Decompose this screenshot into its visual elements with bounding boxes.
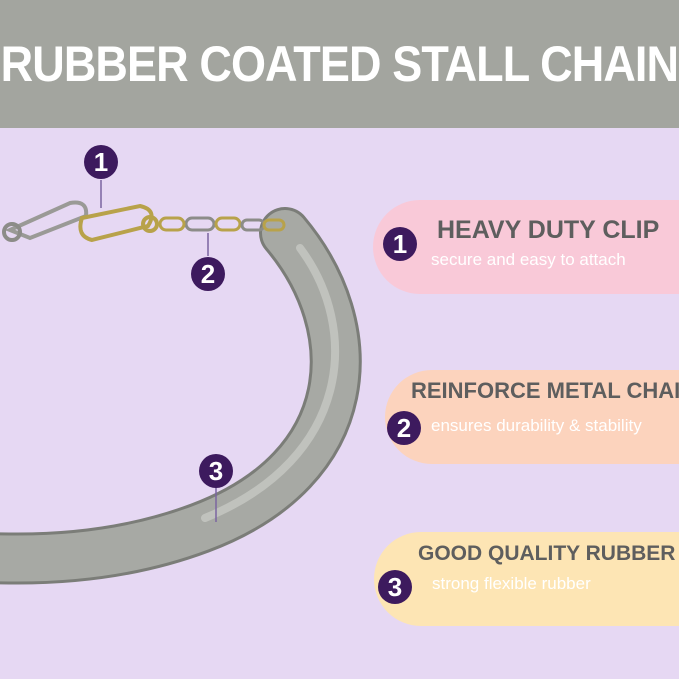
heavy-duty-clip [2,200,159,243]
callout-1-heading: HEAVY DUTY CLIP [437,216,660,244]
rubber-hose-shadow [0,207,362,585]
callout-1-badge: 1 [383,227,417,261]
callout-3-badge: 3 [378,570,412,604]
title-banner: RUBBER COATED STALL CHAIN [0,0,679,128]
callout-reinforce-metal-chain: 2 REINFORCE METAL CHAIN ensures durabili… [385,370,679,464]
callout-3-subtitle: strong flexible rubber [432,574,591,593]
marker-1: 1 [84,145,118,179]
callout-1-subtitle: secure and easy to attach [431,250,626,269]
page-title: RUBBER COATED STALL CHAIN [0,36,679,92]
metal-chain [158,216,286,232]
callout-good-quality-rubber: 3 GOOD QUALITY RUBBER strong flexible ru… [374,532,679,626]
marker-2: 2 [191,257,225,291]
product-illustration [0,180,362,585]
callout-2-heading: REINFORCE METAL CHAIN [411,378,679,403]
callout-heavy-duty-clip: 1 HEAVY DUTY CLIP secure and easy to att… [373,200,679,294]
callout-2-badge: 2 [387,411,421,445]
callout-3-heading: GOOD QUALITY RUBBER [418,542,676,565]
marker-3: 3 [199,454,233,488]
callout-2-subtitle: ensures durability & stability [431,416,642,435]
